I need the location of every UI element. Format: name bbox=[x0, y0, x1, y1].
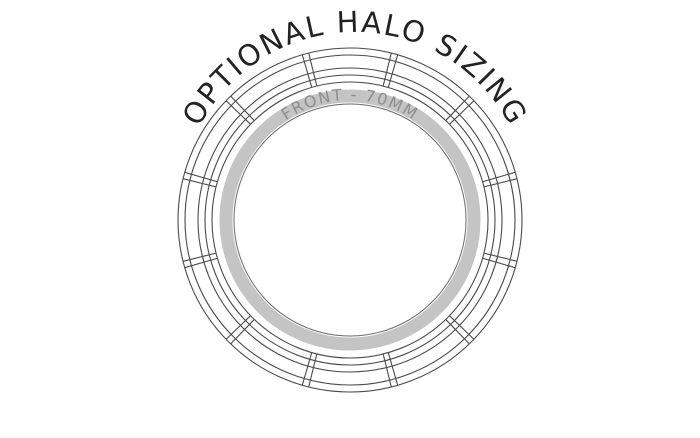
ring-segment-divider bbox=[182, 252, 217, 262]
ring-circle bbox=[211, 81, 489, 359]
ring-segment-divider bbox=[445, 319, 470, 345]
ring-segment-divider bbox=[445, 95, 470, 121]
ring-segment-divider bbox=[382, 353, 392, 388]
ring-segment-divider bbox=[184, 171, 218, 183]
ring-segment-divider bbox=[308, 353, 318, 388]
ring-circle bbox=[204, 74, 496, 366]
ring-segment-divider bbox=[301, 54, 313, 88]
ring-segment-divider bbox=[301, 352, 313, 386]
ring-segment-divider bbox=[184, 257, 218, 269]
ring-segment-divider bbox=[230, 95, 255, 121]
ring-segment-divider bbox=[449, 100, 475, 125]
ring-segment-divider bbox=[225, 100, 251, 125]
ring-segment-divider bbox=[382, 52, 392, 87]
ring-segment-divider bbox=[483, 252, 518, 262]
ring-segment-divider bbox=[230, 319, 255, 345]
ring-circle bbox=[184, 54, 516, 386]
ring-segment-divider bbox=[482, 171, 516, 183]
ring-segment-divider bbox=[308, 52, 318, 87]
inner-lens-outline bbox=[233, 103, 467, 337]
ring-segment-divider bbox=[387, 352, 399, 386]
ring-segment-divider bbox=[482, 257, 516, 269]
ring-segment-divider bbox=[182, 178, 217, 188]
ring-circle bbox=[177, 47, 523, 393]
ring-segment-divider bbox=[225, 315, 251, 340]
ring-segment-divider bbox=[483, 178, 518, 188]
ring-segment-divider bbox=[387, 54, 399, 88]
ring-segment-divider bbox=[449, 315, 475, 340]
halo-band bbox=[219, 89, 481, 351]
ring-circle bbox=[197, 67, 503, 373]
outer-segmented-ring bbox=[177, 47, 523, 393]
